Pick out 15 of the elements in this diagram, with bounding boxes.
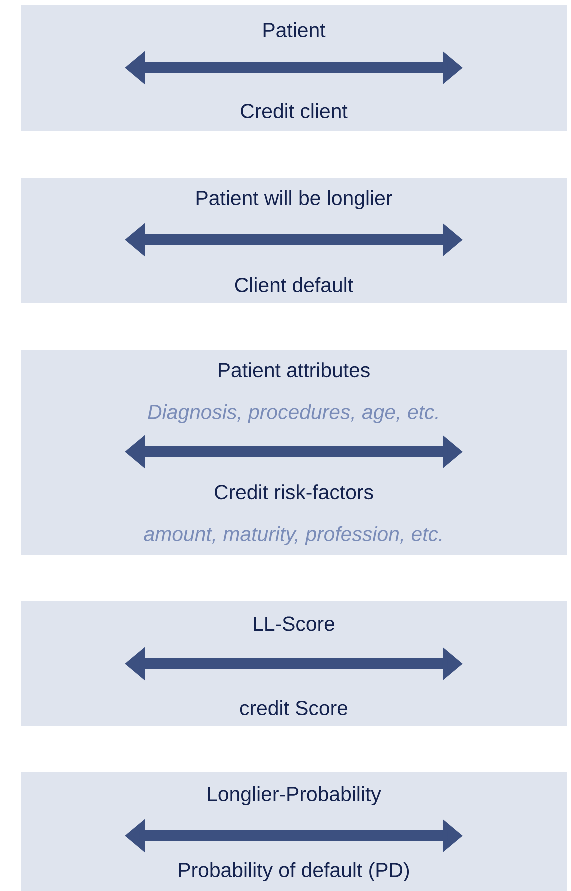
label-text: Patient will be longlier: [196, 190, 392, 210]
panel-background: [21, 350, 567, 555]
label-text: Client default: [235, 278, 354, 292]
label-text: Credit client: [241, 104, 348, 118]
panel-background: [21, 772, 567, 891]
label-text: Credit risk-factors amount, maturity, profession, etc.: [144, 484, 442, 546]
label-text: LL-Score: [254, 616, 335, 632]
label-text: Patient attributes Diagnosis, procedures, age, etc.: [148, 362, 438, 424]
panel-background: [21, 178, 567, 303]
panel-background: [21, 5, 567, 131]
label-text: credit Score: [240, 700, 348, 716]
label-text: Patient: [264, 22, 326, 38]
label-text: Probability of default (PD): [179, 862, 410, 882]
label-text: Longlier-Probability: [208, 786, 382, 806]
panel-background: [21, 601, 567, 726]
